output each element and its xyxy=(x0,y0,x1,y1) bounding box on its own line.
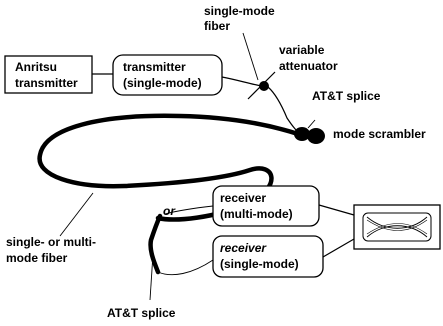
singlemode-receiver-line1: receiver xyxy=(220,241,267,255)
multimode-receiver-box xyxy=(212,185,320,227)
single-mode-fiber-label-line1: single-mode xyxy=(204,4,275,18)
singlemode-receiver-line2: (single-mode) xyxy=(220,257,299,271)
or-label: or xyxy=(163,204,176,218)
transmitter-output-fiber xyxy=(221,76,263,87)
single-mode-fiber-leader xyxy=(242,32,259,81)
top-splice-label: AT&T splice xyxy=(312,89,381,103)
mode-scrambler-left xyxy=(294,127,310,141)
variable-attenuator-label-line2: attenuator xyxy=(279,59,338,73)
singlemode-to-scope-link xyxy=(322,238,355,258)
anritsu-label-line2: transmitter xyxy=(15,76,78,90)
mode-scrambler-right xyxy=(307,128,325,144)
fiber-type-label-line1: single- or multi- xyxy=(6,235,96,249)
fiber-type-leader xyxy=(59,192,94,237)
multimode-receiver-line2: (multi-mode) xyxy=(220,207,293,221)
multimode-receiver-line1: receiver xyxy=(220,191,266,205)
oscilloscope-display xyxy=(353,204,441,250)
fiber-to-bottom-splice xyxy=(148,213,163,275)
top-splice-leader xyxy=(307,119,316,129)
variable-attenuator-label-line1: variable xyxy=(279,43,325,57)
single-mode-fiber-label-line2: fiber xyxy=(204,19,230,33)
multimode-to-scope-link xyxy=(318,204,355,216)
bottom-splice-label: AT&T splice xyxy=(107,306,176,320)
branch-to-multimode-receiver xyxy=(164,205,214,215)
variable-attenuator-node xyxy=(259,81,269,91)
mode-scrambler-label: mode scrambler xyxy=(333,127,426,141)
transmitter-label-line2: (single-mode) xyxy=(123,76,202,90)
transmitter-label-line1: transmitter xyxy=(123,60,186,74)
branch-to-singlemode-receiver xyxy=(157,259,214,276)
anritsu-transmitter-box xyxy=(4,55,93,94)
bottom-splice-leader xyxy=(149,253,154,301)
attenuator-to-scrambler-fiber xyxy=(267,86,298,132)
anritsu-label-line1: Anritsu xyxy=(15,60,57,74)
fiber-type-label-line2: mode fiber xyxy=(6,251,68,265)
single-mode-transmitter-box xyxy=(112,54,223,96)
